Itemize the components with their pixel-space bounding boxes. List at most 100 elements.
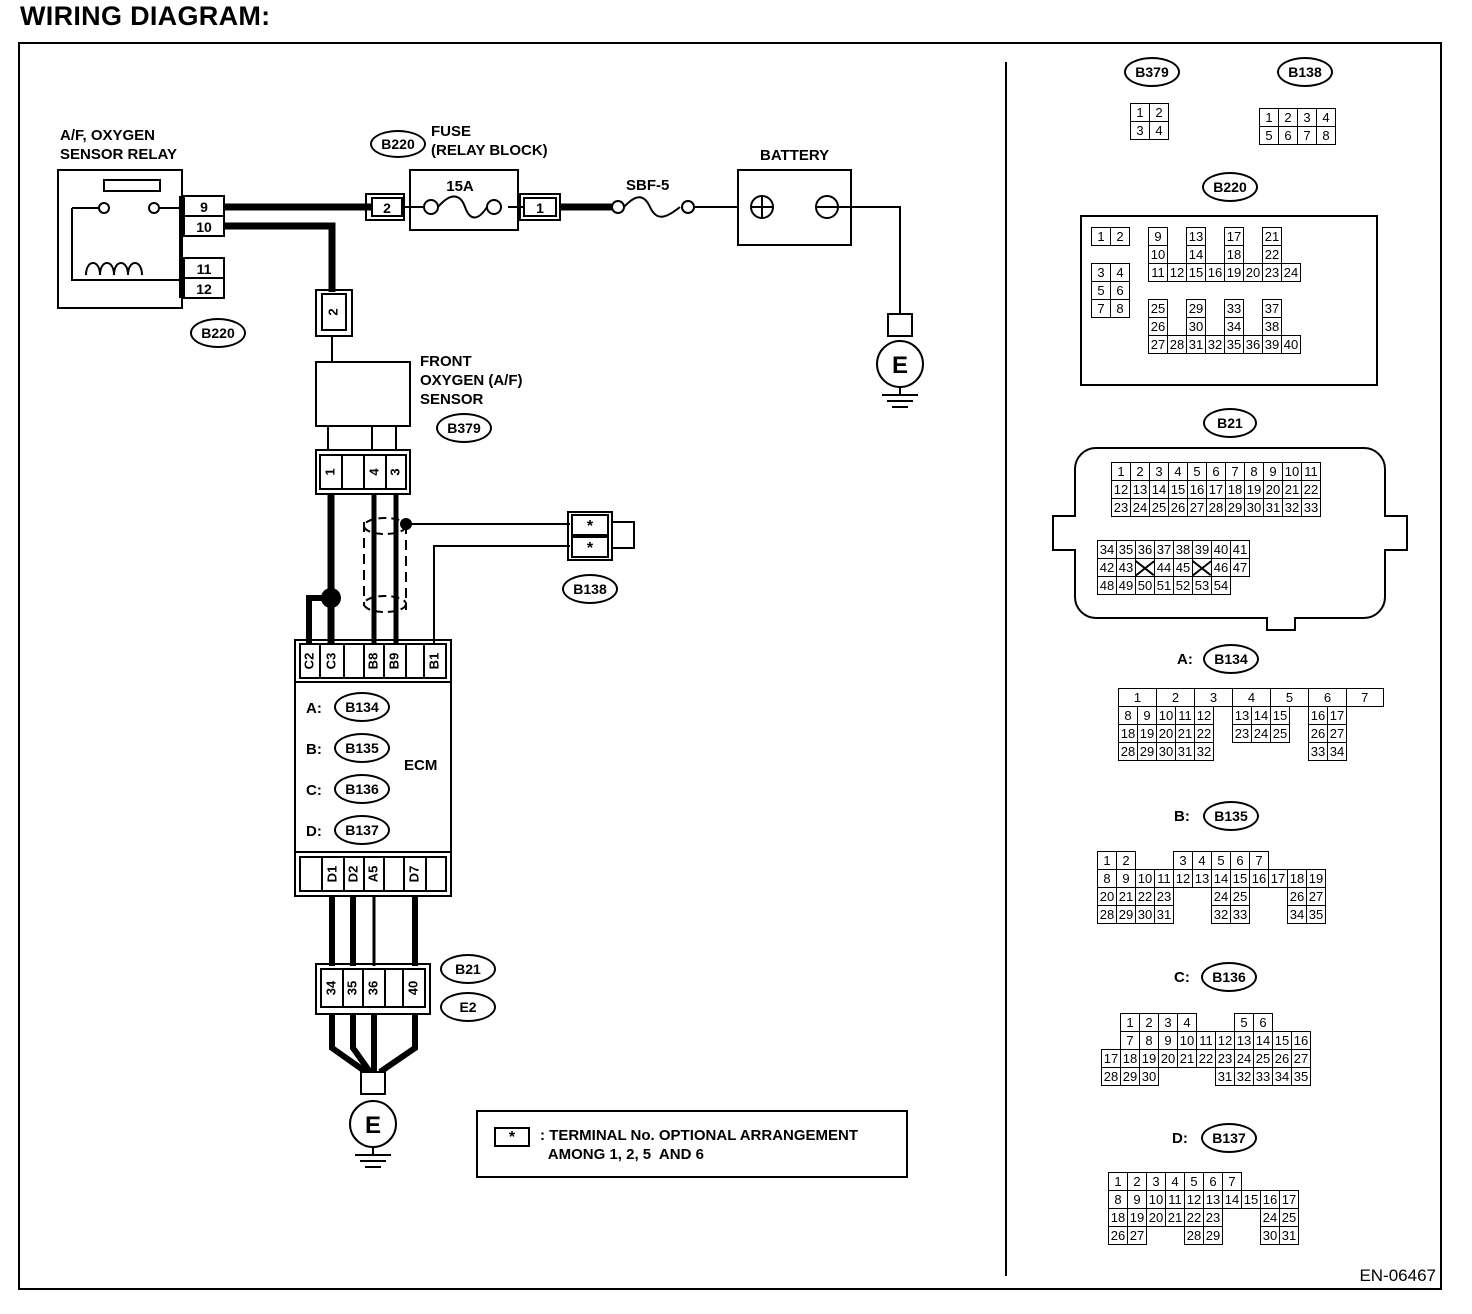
terminal-cell: 44 [1154,558,1174,577]
terminal-cell [1206,300,1225,318]
terminal-cell [1214,743,1233,761]
ecm-pin-d1: D1 [324,866,339,883]
relay-pin-10: 10 [196,219,212,235]
terminal-cell [1244,228,1263,246]
terminal-cell: 27 [1306,887,1326,906]
terminal-cell [1135,558,1155,577]
terminal-cell: 23 [1154,887,1174,906]
terminal-cell: 20 [1158,1049,1178,1068]
terminal-cell: 25 [1148,299,1168,318]
terminal-cell: 4 [1149,121,1169,140]
terminal-cell [1231,577,1250,595]
terminal-cell: 1 [1120,1013,1140,1032]
terminal-cell: 5 [1270,688,1309,707]
terminal-cell: 6 [1203,1172,1223,1191]
page-title: WIRING DIAGRAM: [20,1,271,31]
terminal-cell: 39 [1192,540,1212,559]
terminal-cell: 4 [1177,1013,1197,1032]
terminal-cell: 24 [1211,887,1231,906]
terminal-cell: 33 [1301,498,1321,517]
terminal-cell: 52 [1173,576,1193,595]
sensor-pin-3: 3 [387,468,402,475]
terminal-cell [1193,906,1212,924]
terminal-cell: 19 [1137,724,1157,743]
terminal-cell [1130,282,1149,300]
sensor-pin-4: 4 [366,468,381,476]
terminal-cell: 22 [1194,724,1214,743]
terminal-cell: 26 [1287,887,1307,906]
terminal-cell: 22 [1184,1208,1204,1227]
terminal-cell: 37 [1262,299,1282,318]
terminal-cell: 33 [1253,1067,1273,1086]
terminal-cell [1147,1227,1166,1245]
terminal-cell: 32 [1234,1067,1254,1086]
terminal-cell: 40 [1281,335,1301,354]
fuse-pin-2-label: 2 [383,200,391,216]
terminal-cell [1149,282,1168,300]
terminal-cell: 35 [1224,335,1244,354]
terminal-cell: 14 [1186,245,1206,264]
terminal-cell [1365,743,1383,761]
terminal-cell [1130,264,1149,282]
terminal-cell: 21 [1116,887,1136,906]
terminal-cell: 25 [1270,724,1290,743]
terminal-cell: 13 [1186,227,1206,246]
terminal-cell [1282,300,1301,318]
terminal-cell [1111,318,1130,336]
terminal-cell [1282,282,1301,300]
terminal-cell: 23 [1111,498,1131,517]
terminal-cell: 29 [1120,1067,1140,1086]
terminal-cell: 13 [1234,1031,1254,1050]
relay-switch-bar [103,179,161,192]
ground-pin-36: 36 [365,981,380,995]
relay-connector: 9 10 11 12 [179,195,225,299]
terminal-cell: 32 [1211,905,1231,924]
sensor-connector: 1 4 3 [315,449,411,495]
terminal-cell: 30 [1156,742,1176,761]
relay-pin-12: 12 [196,281,212,297]
joint-connector: * * [567,511,635,561]
terminal-cell: 23 [1203,1208,1223,1227]
terminal-cell: 3 [1173,851,1193,870]
terminal-cell [1174,906,1193,924]
terminal-cell: 20 [1097,887,1117,906]
ground-pin-34: 34 [323,980,338,995]
terminal-cell [1244,300,1263,318]
terminal-cell: 1 [1108,1172,1128,1191]
b21-left-tab [1052,515,1076,551]
terminal-cell [1223,1209,1242,1227]
terminal-cell: 42 [1097,558,1117,577]
terminal-cell: 21 [1262,227,1282,246]
panel-badge-b138: B138 [1277,57,1333,87]
terminal-cell: 12 [1167,263,1187,282]
terminal-cell: 1 [1259,108,1279,127]
terminal-cell [1347,725,1366,743]
terminal-cell [1282,228,1301,246]
ecm-pin-b9: B9 [386,653,401,670]
terminal-cell [1242,1209,1261,1227]
sensor-drop-pin-label: 2 [325,308,340,315]
terminal-cell: 26 [1108,1226,1128,1245]
terminal-cell [1130,318,1149,336]
terminal-cell [1225,282,1244,300]
terminal-cell: 26 [1168,498,1188,517]
terminal-cell: 11 [1154,869,1174,888]
ecm-connector-b-badge: B135 [334,733,390,763]
terminal-cell: 34 [1224,317,1244,336]
terminal-cell: 30 [1244,498,1264,517]
relay-box [57,169,183,309]
terminal-cell [1242,1227,1261,1245]
fuse-pin-1-label: 1 [536,200,544,216]
terminal-cell: 33 [1308,742,1328,761]
terminal-cell: 12 [1194,706,1214,725]
terminal-cell [1271,743,1290,761]
relay-label: A/F, OXYGEN SENSOR RELAY [60,127,177,163]
terminal-cell: 10 [1148,245,1168,264]
terminal-cell: 2 [1278,108,1298,127]
terminal-cell: 11 [1175,706,1195,725]
terminal-cell: 28 [1206,498,1226,517]
